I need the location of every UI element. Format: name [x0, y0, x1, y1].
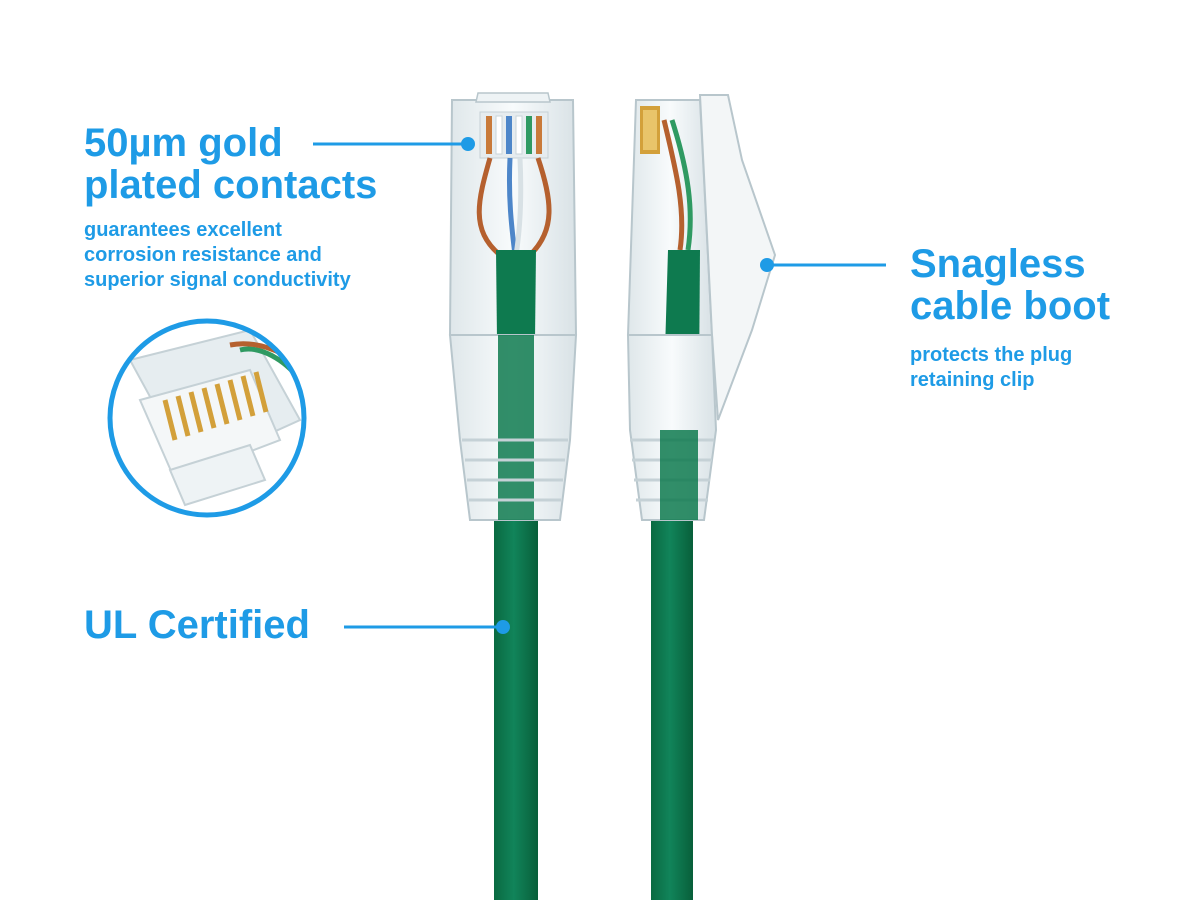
snagless-boot-leader	[760, 258, 886, 272]
front-view-cable	[494, 520, 538, 900]
snagless-boot-callout: Snagless cable boot protects the plug re…	[910, 243, 1110, 393]
gold-contacts-description: guarantees excellent corrosion resistanc…	[84, 219, 351, 291]
side-view-plug	[626, 94, 777, 521]
front-view-plug	[448, 92, 578, 521]
ul-certified-leader	[344, 620, 510, 634]
side-view-cable	[651, 520, 693, 900]
gold-contacts-leader	[313, 137, 475, 151]
ul-certified-callout: UL Certified	[84, 604, 310, 646]
snagless-boot-description: protects the plug retaining clip	[910, 344, 1073, 391]
ul-certified-heading: UL Certified	[84, 603, 310, 647]
contacts-zoom-circle	[107, 318, 307, 518]
gold-contacts-heading: 50µm gold plated contacts	[84, 121, 378, 207]
gold-contacts-callout: 50µm gold plated contacts guarantees exc…	[84, 122, 377, 293]
snagless-boot-heading: Snagless cable boot	[910, 242, 1111, 328]
